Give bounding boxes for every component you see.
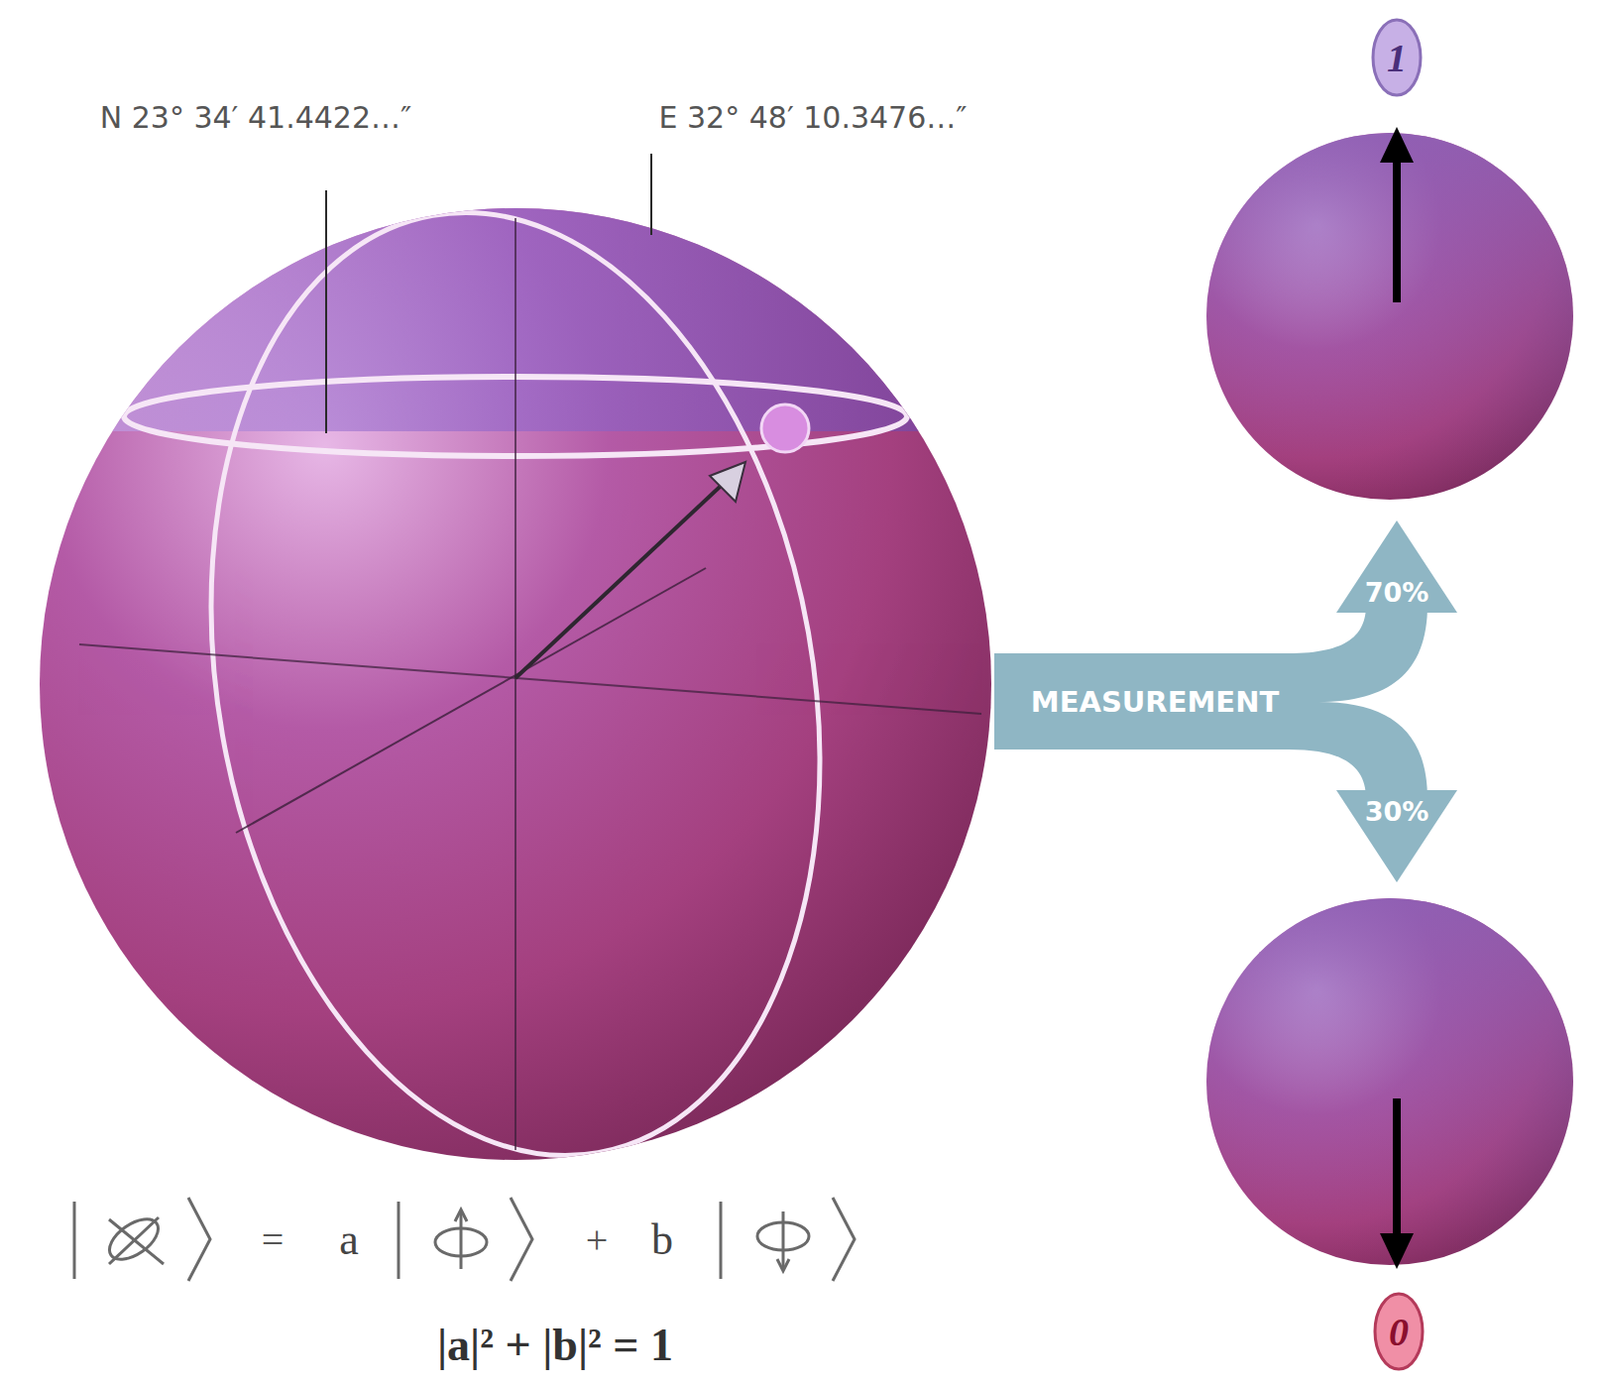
coefficient: b [651,1214,674,1265]
equation-symbol: + [585,1216,609,1263]
equation-symbol: = [261,1216,285,1263]
probability-label: 30% [1365,796,1430,827]
normalization-equation: |a|² + |b|² = 1 [437,1318,674,1372]
outcome-label: 1 [1386,34,1407,82]
outcome-label: 0 [1388,1308,1409,1356]
measurement-label: MEASUREMENT [1030,685,1279,719]
latitude-label: N 23° 34′ 41.4422…″ [100,100,412,135]
probability-label: 70% [1365,576,1430,608]
coefficient: a [339,1214,359,1265]
longitude-label: E 32° 48′ 10.3476…″ [659,100,968,135]
